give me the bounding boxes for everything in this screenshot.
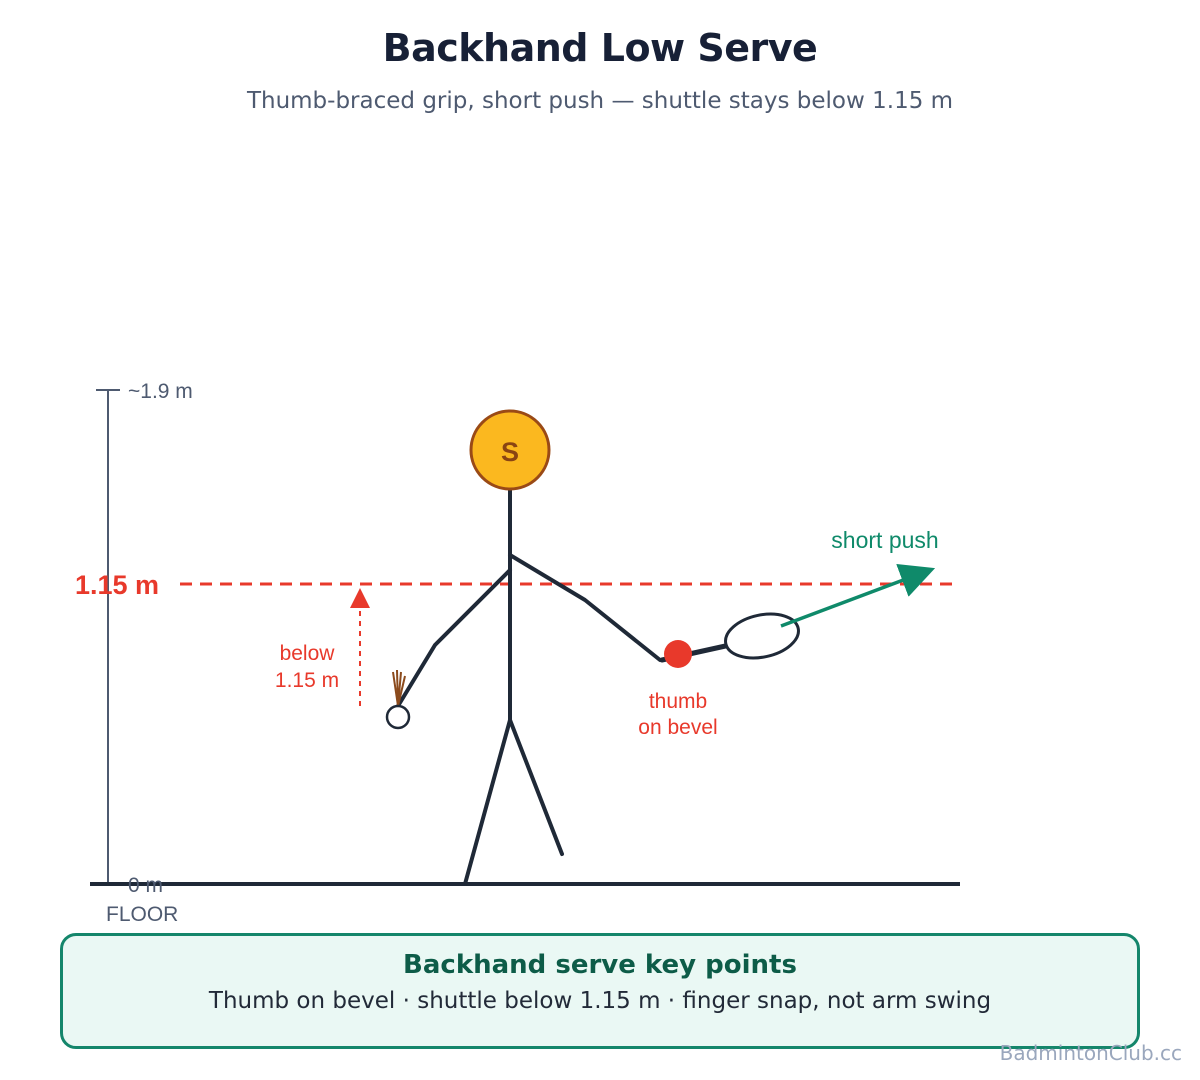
height-scale: ~1.9 m [96,380,193,885]
below-label-line1: below [280,642,336,665]
page-subtitle: Thumb-braced grip, short push — shuttle … [246,88,954,114]
scale-top-label: ~1.9 m [128,380,193,403]
floor-label: FLOOR [106,903,178,926]
thumb-label-line2: on bevel [638,716,717,739]
below-label-line2: 1.15 m [275,669,339,692]
short-push-label: short push [831,527,938,553]
key-points-box: Backhand serve key points Thumb on bevel… [60,933,1140,1049]
watermark: BadmintonClub.cc [999,1041,1182,1065]
key-points-title: Backhand serve key points [403,950,797,980]
server-head: S [469,409,551,491]
limit-line-label: 1.15 m [75,570,159,600]
server-figure [396,488,662,886]
scale-bottom-label: 0 m [128,874,163,897]
page-title: Backhand Low Serve [382,26,818,70]
thumb-label-line1: thumb [649,690,707,713]
short-push-arrow [780,564,936,628]
server-head-letter: S [501,437,519,467]
thumb-grip-dot [664,640,692,668]
shuttlecock-icon [385,669,411,730]
racket-icon [659,612,800,663]
key-points-text: Thumb on bevel · shuttle below 1.15 m · … [208,988,992,1014]
